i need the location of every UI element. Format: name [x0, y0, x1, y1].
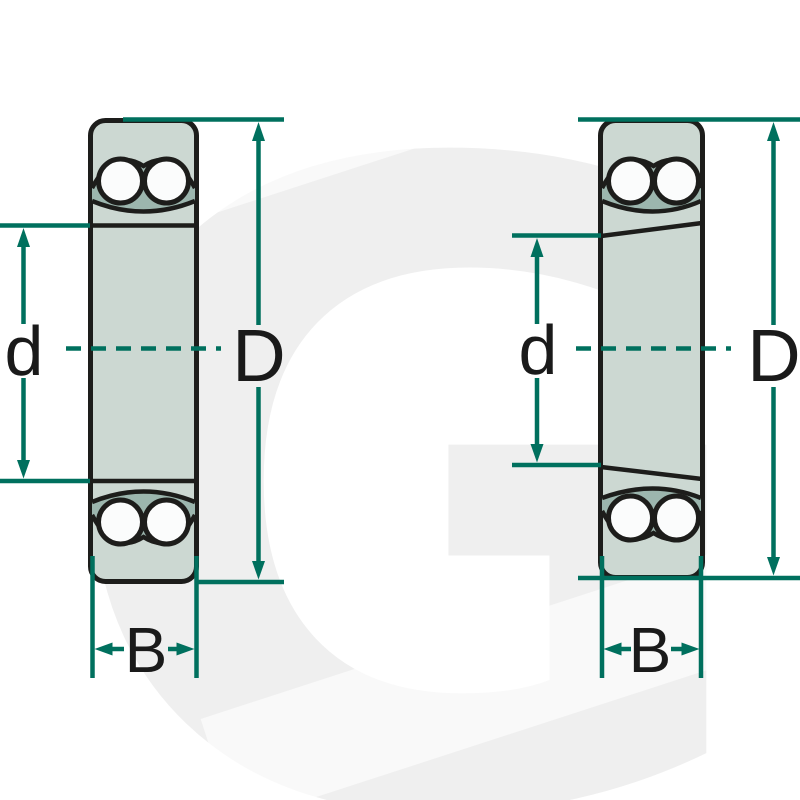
ball-icon [652, 156, 701, 206]
label-outer-diameter-right: D [747, 314, 800, 397]
arrow-down-icon [530, 444, 544, 463]
ball-icon [606, 156, 655, 206]
dimensions-right [512, 117, 800, 678]
inner-race-bottom-left [91, 489, 196, 505]
arrow-down-icon [252, 561, 265, 580]
arrow-up-icon [252, 122, 265, 141]
arrow-down-icon [17, 460, 30, 479]
inner-race-top-right [601, 198, 702, 214]
label-width-left: B [124, 614, 168, 686]
ball-icon [142, 497, 191, 547]
arrow-left-icon [94, 642, 113, 656]
arrow-up-icon [530, 238, 544, 257]
inner-race-top-left [91, 198, 196, 214]
ball-icon [652, 493, 701, 543]
ball-icon [96, 156, 145, 206]
label-outer-diameter-left: D [232, 314, 286, 397]
arrow-up-icon [767, 122, 780, 141]
inner-ring-slant-top-right [600, 220, 703, 239]
arrow-left-icon [603, 642, 622, 656]
arrow-up-icon [17, 228, 30, 247]
ball-icon [96, 497, 145, 547]
inner-ring-slant-bottom-right [600, 464, 703, 482]
arrow-right-icon [176, 642, 195, 656]
arrow-right-icon [681, 642, 700, 656]
ball-icon [606, 493, 655, 543]
ball-icon [142, 156, 191, 206]
arrow-down-icon [767, 557, 780, 576]
inner-race-bottom-right [601, 486, 702, 501]
label-width-right: B [628, 614, 672, 686]
dimensions-left [0, 117, 284, 678]
label-bore-diameter-left: d [4, 312, 44, 390]
label-bore-diameter-right: d [518, 311, 558, 389]
bearing-cross-section-left [88, 118, 199, 584]
